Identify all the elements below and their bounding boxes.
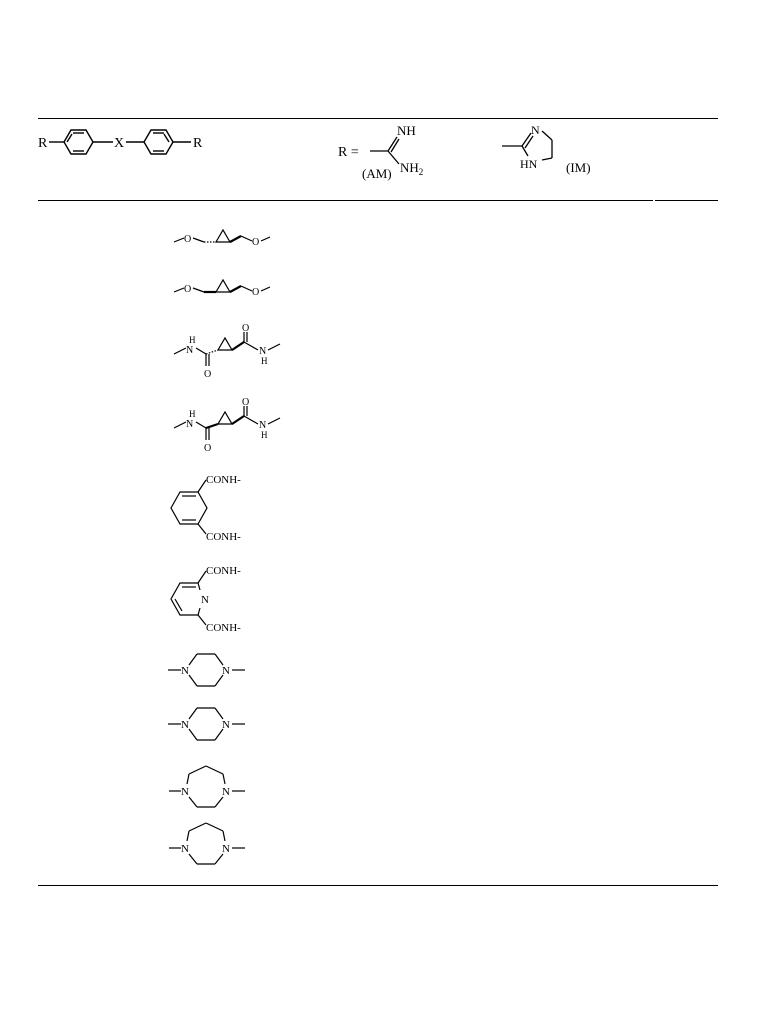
nitrogen-label: N bbox=[222, 786, 230, 798]
hydrogen-label: H bbox=[189, 409, 196, 419]
linker-structure-3: H N O O N H bbox=[173, 323, 281, 380]
carboxamide-label: CONH- bbox=[206, 622, 241, 634]
linker-structure-6: N CONH- CONH- bbox=[170, 565, 241, 634]
hydrogen-label: H bbox=[261, 356, 268, 366]
nitrogen-label: N bbox=[222, 665, 230, 677]
nitrogen-label: N bbox=[222, 719, 230, 731]
table-bottom-rule bbox=[38, 885, 718, 886]
linker-structure-4: H N O O N H bbox=[173, 397, 281, 454]
header-bottom-rule-right bbox=[655, 200, 718, 201]
oxygen-label: O bbox=[242, 397, 249, 408]
linker-structure-5: CONH- CONH- bbox=[170, 474, 241, 543]
oxygen-label: O bbox=[204, 369, 211, 380]
hydrogen-label: H bbox=[261, 430, 268, 440]
oxygen-label: O bbox=[252, 237, 259, 248]
amidine-code-label: (AM) bbox=[362, 166, 392, 181]
carboxamide-label: CONH- bbox=[206, 474, 241, 486]
nitrogen-label: N bbox=[181, 665, 189, 677]
nitrogen-label: N bbox=[181, 843, 189, 855]
amidine-nh-label: NH bbox=[397, 123, 416, 138]
nitrogen-label: N bbox=[181, 719, 189, 731]
amidine-nh2-label: NH2 bbox=[400, 160, 423, 177]
linker-x-label: X bbox=[114, 136, 124, 151]
imidazoline-n-label: N bbox=[531, 123, 540, 137]
oxygen-label: O bbox=[242, 323, 249, 334]
nitrogen-label: N bbox=[186, 345, 193, 356]
r-left-label: R bbox=[38, 136, 48, 151]
nitrogen-label: N bbox=[222, 843, 230, 855]
carboxamide-label: CONH- bbox=[206, 531, 241, 543]
r-equals-label: R = bbox=[338, 145, 359, 160]
oxygen-label: O bbox=[184, 284, 191, 295]
amidine-definition: R = NH NH2 (AM) bbox=[338, 123, 423, 181]
linker-structure-1: O O bbox=[173, 228, 271, 248]
linker-structure-2: O O bbox=[173, 278, 271, 298]
linker-structure-8: N N bbox=[168, 707, 245, 741]
hydrogen-label: H bbox=[189, 335, 196, 345]
nitrogen-label: N bbox=[181, 786, 189, 798]
linker-structure-10: N N bbox=[169, 822, 245, 865]
nitrogen-label: N bbox=[259, 420, 266, 431]
pyridine-nitrogen-label: N bbox=[201, 594, 209, 606]
r-right-label: R bbox=[193, 136, 203, 151]
table-top-rule bbox=[38, 118, 718, 119]
imidazoline-code-label: (IM) bbox=[566, 160, 591, 175]
nitrogen-label: N bbox=[186, 419, 193, 430]
carboxamide-label: CONH- bbox=[206, 565, 241, 577]
oxygen-label: O bbox=[204, 443, 211, 454]
nitrogen-label: N bbox=[259, 346, 266, 357]
imidazoline-hn-label: HN bbox=[520, 157, 538, 171]
header-bottom-rule bbox=[38, 200, 653, 201]
linker-structure-9: N N bbox=[169, 765, 245, 808]
oxygen-label: O bbox=[184, 234, 191, 245]
general-structure: R X R bbox=[38, 129, 203, 155]
linker-structure-7: N N bbox=[168, 653, 245, 687]
imidazoline-definition: N HN (IM) bbox=[502, 123, 591, 175]
oxygen-label: O bbox=[252, 287, 259, 298]
